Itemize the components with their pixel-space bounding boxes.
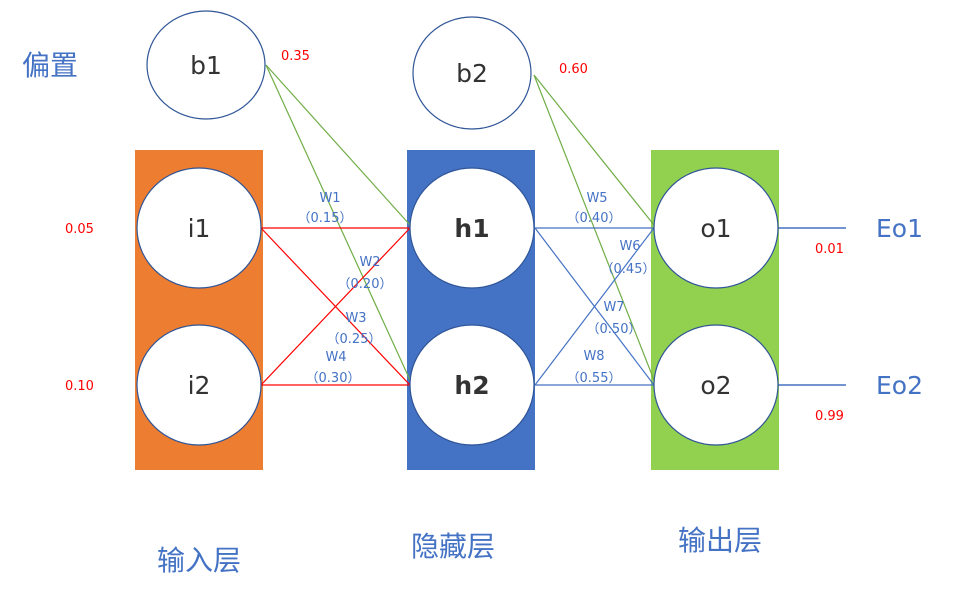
node-b2: b2 bbox=[412, 16, 532, 130]
weight-w6-name: W6 bbox=[619, 239, 640, 254]
weight-w7-name: W7 bbox=[603, 300, 624, 315]
edge-i2-h1 bbox=[260, 227, 411, 386]
weight-w3-value: （0.25） bbox=[327, 332, 382, 347]
value-i2: 0.10 bbox=[65, 379, 94, 394]
weight-w3-name: W3 bbox=[345, 311, 366, 326]
node-h1: h1 bbox=[409, 167, 535, 289]
node-o2: o2 bbox=[653, 324, 779, 446]
node-i1: i1 bbox=[136, 167, 262, 289]
node-h2-label: h2 bbox=[454, 371, 489, 400]
weight-labels: W1 （0.15） W2 （0.20） W3 （0.25） W4 （0.30） … bbox=[298, 191, 656, 386]
edge-b1-h2 bbox=[265, 64, 411, 381]
edge-b1-h1 bbox=[265, 64, 411, 226]
value-i1: 0.05 bbox=[65, 222, 94, 237]
node-h1-label: h1 bbox=[454, 214, 489, 243]
edge-b2-o1 bbox=[533, 74, 655, 226]
bias-title: 偏置 bbox=[22, 49, 78, 82]
input-layer-title: 输入层 bbox=[157, 544, 241, 577]
weight-w8-name: W8 bbox=[583, 349, 604, 364]
weight-w4-value: （0.30） bbox=[306, 371, 361, 386]
weight-w1-name: W1 bbox=[319, 191, 340, 206]
output-layer-title: 输出层 bbox=[678, 524, 762, 557]
node-o1: o1 bbox=[653, 167, 779, 289]
edge-h2-o1 bbox=[534, 227, 655, 386]
output-eo2: Eo2 bbox=[876, 371, 923, 400]
weight-w2-name: W2 bbox=[359, 255, 380, 270]
weight-w4-name: W4 bbox=[325, 350, 346, 365]
node-o1-label: o1 bbox=[700, 214, 731, 243]
weight-w7-value: （0.50） bbox=[587, 322, 642, 337]
node-o2-label: o2 bbox=[700, 371, 731, 400]
node-b1-label: b1 bbox=[190, 51, 222, 80]
weight-w2-value: （0.20） bbox=[338, 277, 393, 292]
node-i2-label: i2 bbox=[188, 371, 211, 400]
node-b1: b1 bbox=[146, 10, 266, 120]
input-hidden-edges bbox=[260, 227, 411, 386]
node-b2-label: b2 bbox=[456, 59, 488, 88]
output-eo1: Eo1 bbox=[876, 214, 923, 243]
weight-w5-value: （0.40） bbox=[567, 211, 622, 226]
node-i1-label: i1 bbox=[188, 214, 211, 243]
value-o2-target: 0.99 bbox=[815, 409, 844, 424]
weight-w5-name: W5 bbox=[586, 191, 607, 206]
weight-w1-value: （0.15） bbox=[298, 211, 353, 226]
node-i2: i2 bbox=[136, 324, 262, 446]
value-b2: 0.60 bbox=[559, 62, 588, 77]
hidden-output-edges bbox=[534, 227, 655, 386]
hidden-layer-title: 隐藏层 bbox=[411, 530, 495, 563]
value-b1: 0.35 bbox=[281, 49, 310, 64]
weight-w6-value: （0.45） bbox=[601, 262, 656, 277]
node-h2: h2 bbox=[409, 324, 535, 446]
weight-w8-value: （0.55） bbox=[567, 371, 622, 386]
value-o1-target: 0.01 bbox=[815, 242, 844, 257]
